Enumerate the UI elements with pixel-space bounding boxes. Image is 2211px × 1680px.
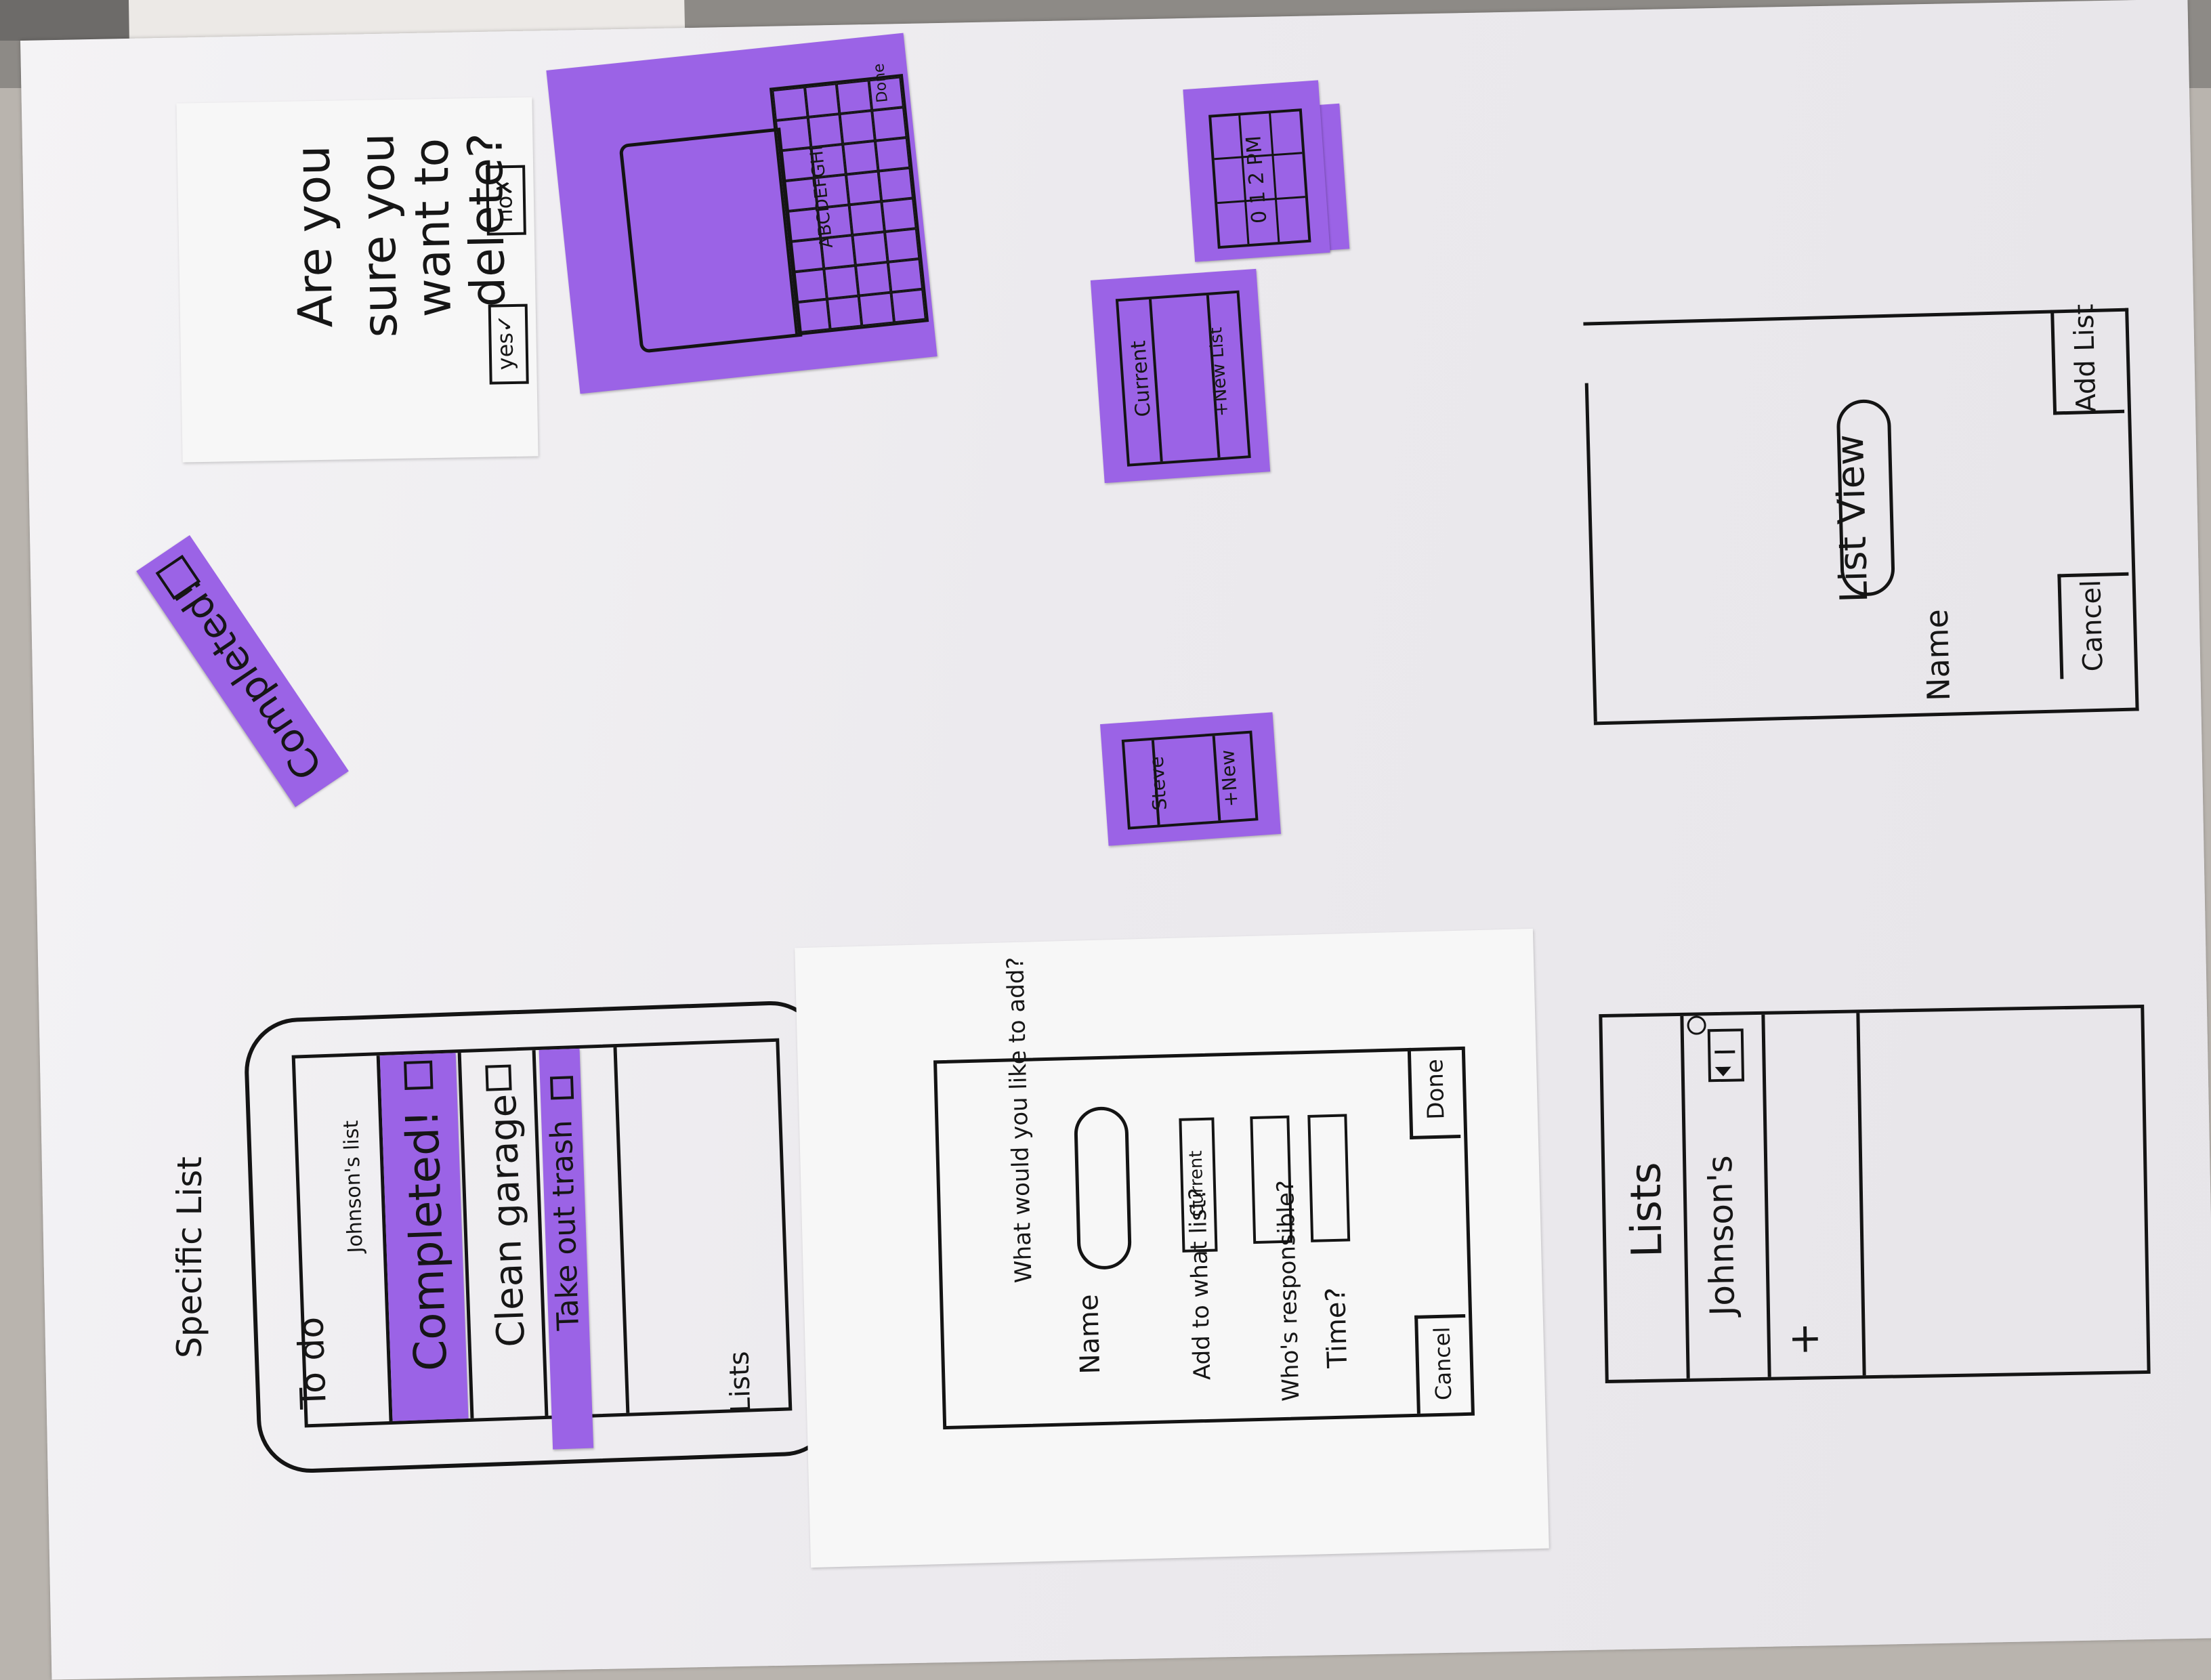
list-name-label: Name bbox=[1918, 608, 1958, 702]
delete-icon[interactable] bbox=[1687, 1015, 1706, 1035]
list-view-screen: List View Name Cancel Add List bbox=[1583, 303, 2139, 726]
no-label: no✗ bbox=[490, 177, 518, 223]
time-label: Time? bbox=[1320, 1286, 1354, 1369]
lists-screen: Lists Johnson's + bbox=[1599, 1005, 2151, 1383]
specific-list-caption: Specific List bbox=[170, 1156, 209, 1358]
list-item-completed-checkbox[interactable] bbox=[404, 1060, 434, 1090]
item-name-input[interactable] bbox=[1073, 1106, 1133, 1270]
time-picker-sticky-note: 0 1 2 PM bbox=[1183, 80, 1330, 262]
list-item-completed-label: Completed! bbox=[396, 1108, 457, 1372]
arrow-right-icon[interactable] bbox=[1707, 1028, 1745, 1083]
add-item-done-label: Done bbox=[1421, 1058, 1450, 1120]
list-item-take-out-trash-checkbox[interactable] bbox=[549, 1076, 574, 1100]
specific-list-header-prefix: To do bbox=[291, 1316, 335, 1410]
list-dropdown-sticky-note: Current +New List bbox=[1090, 268, 1271, 484]
no-button[interactable]: no✗ bbox=[486, 165, 526, 236]
what-list-dropdown[interactable]: Current bbox=[1179, 1117, 1218, 1253]
specific-list-screen: To do Johnson's list Completed! Clean ga… bbox=[291, 1038, 793, 1450]
what-list-label: Add to what list? bbox=[1184, 1187, 1217, 1381]
add-list-button[interactable]: Add List bbox=[2050, 303, 2125, 415]
keyboard-sticky-note: ABCDEFGHI Done bbox=[546, 33, 938, 394]
add-item-cancel-button[interactable]: Cancel bbox=[1414, 1314, 1468, 1414]
list-item-clean-garage-label: Clean garage bbox=[480, 1093, 534, 1348]
text-area-sketch bbox=[618, 127, 803, 354]
lists-nav-button[interactable]: Lists bbox=[723, 1350, 757, 1414]
list-row-johnsons-label: Johnson's bbox=[1700, 1155, 1743, 1316]
add-list-label: Add List bbox=[2068, 303, 2103, 413]
list-view-cancel-button[interactable]: Cancel bbox=[2057, 572, 2132, 679]
specific-list-header-owner: Johnson's list bbox=[339, 1120, 368, 1254]
add-item-form: What would you like to add? Name Add to … bbox=[933, 957, 1475, 1430]
list-item-clean-garage[interactable]: Clean garage bbox=[461, 1050, 545, 1418]
what-list-dropdown-value: Current bbox=[1185, 1150, 1208, 1217]
add-item-question-1: What would you like to add? bbox=[1002, 957, 1038, 1284]
list-view-cancel-label: Cancel bbox=[2076, 579, 2109, 672]
list-name-input[interactable] bbox=[1836, 398, 1896, 597]
confirm-question-line2: sure you bbox=[349, 132, 408, 339]
list-item-take-out-trash-label: Take out trash bbox=[544, 1119, 587, 1331]
yes-label: yes✓ bbox=[491, 314, 519, 371]
add-item-done-button[interactable]: Done bbox=[1407, 1047, 1461, 1139]
list-item-clean-garage-checkbox[interactable] bbox=[485, 1064, 512, 1091]
lists-title: Lists bbox=[1620, 1161, 1672, 1258]
responsible-dropdown[interactable] bbox=[1250, 1115, 1293, 1244]
list-row-johnsons[interactable]: Johnson's bbox=[1683, 1015, 1765, 1379]
keyboard-grid[interactable] bbox=[769, 74, 929, 336]
confirm-question-line3: want to bbox=[403, 138, 462, 318]
time-dropdown[interactable] bbox=[1307, 1114, 1351, 1242]
list-item-completed[interactable]: Completed! bbox=[379, 1053, 469, 1421]
paper-scrap bbox=[0, 0, 129, 41]
add-item-cancel-label: Cancel bbox=[1429, 1326, 1457, 1401]
item-name-label: Name bbox=[1073, 1293, 1107, 1375]
confirm-question-line1: Are you bbox=[285, 144, 344, 329]
add-list-plus-button[interactable]: + bbox=[1780, 1322, 1829, 1357]
yes-button[interactable]: yes✓ bbox=[488, 303, 529, 385]
confirm-delete-dialog: Are you sure you want to delete? yes✓ no… bbox=[176, 97, 539, 463]
person-dropdown-sticky-note: Steve +New bbox=[1100, 712, 1281, 846]
